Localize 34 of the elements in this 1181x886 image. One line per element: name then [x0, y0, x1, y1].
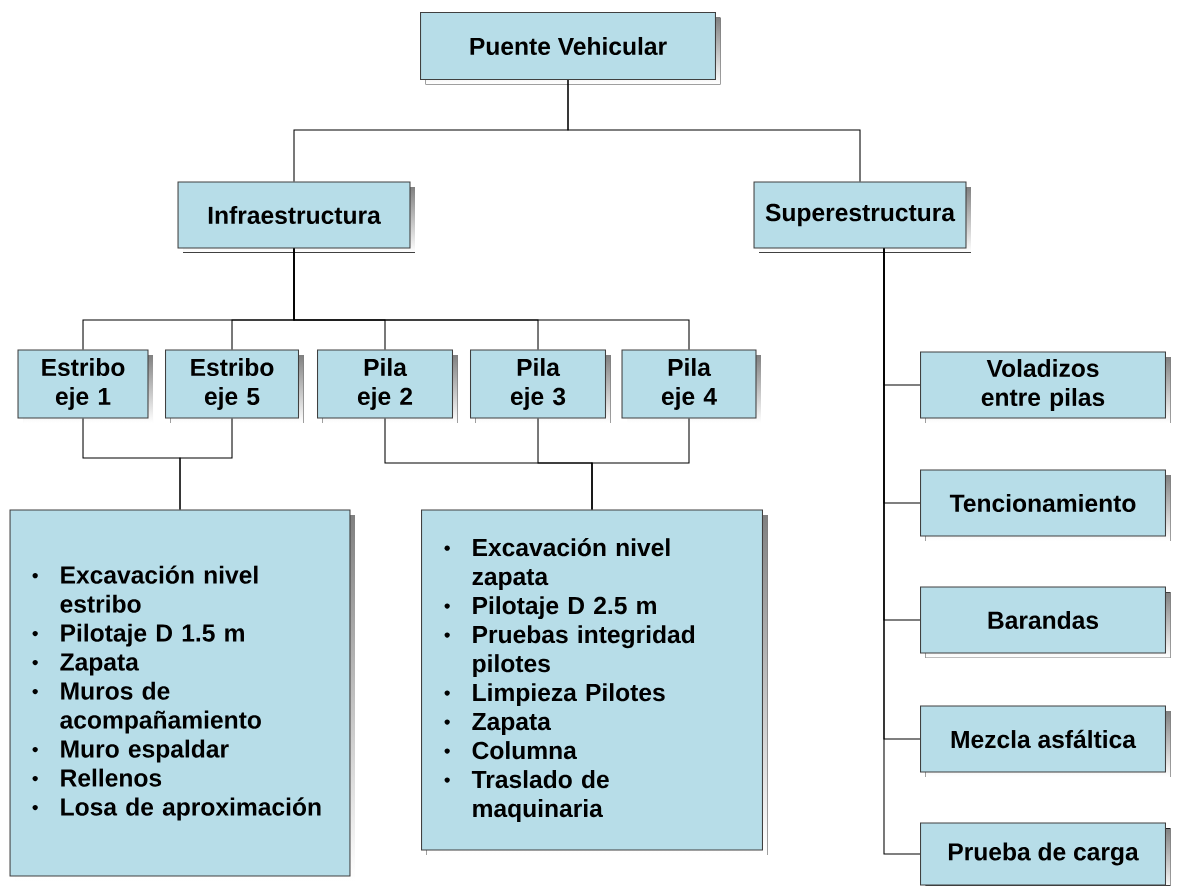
process-box: Infraestructura	[177, 181, 415, 253]
list-item: Pruebas integridad pilotes	[473, 625, 695, 678]
process-box: Pila eje 3	[470, 349, 611, 423]
bullet-list-box	[9, 509, 355, 881]
list-item: Pilotaje D 1.5 m	[61, 623, 244, 647]
process-box: Estribo eje 1	[17, 349, 153, 423]
list-item: Traslado de maquinaria	[471, 770, 609, 822]
connector-line	[567, 79, 861, 182]
process-box: Superestructura	[753, 181, 971, 253]
process-box: Estribo eje 5	[165, 349, 304, 423]
list-item: Rellenos	[61, 768, 162, 787]
list-item: Losa de aproximación	[61, 797, 321, 821]
process-box: Pila eje 4	[621, 349, 761, 423]
connector-line	[179, 418, 233, 511]
list-item: Pilotaje D 2.5 m	[473, 596, 656, 620]
list-item: Columna	[472, 741, 577, 760]
connector-line	[883, 248, 921, 855]
list-item: Zapata	[472, 713, 551, 736]
process-box: Tencionamiento	[920, 469, 1171, 541]
list-item: Limpieza Pilotes	[473, 683, 665, 707]
bullet-list-box	[421, 509, 768, 855]
list-item: Excavación nivel zapata	[472, 537, 670, 591]
list-item: Excavación nivel estribo	[60, 565, 258, 613]
process-box: Mezcla asfáltica	[920, 705, 1171, 777]
connector-line	[591, 418, 690, 511]
process-box: Voladizos entre pilas	[920, 351, 1171, 423]
list-item: Zapata	[60, 653, 140, 676]
connector-line	[293, 248, 690, 350]
process-box: Puente Vehicular	[420, 12, 721, 85]
process-box: Barandas	[920, 586, 1171, 658]
list-item: Muros de acompañamiento	[60, 681, 261, 734]
process-box: Pila eje 2	[317, 349, 458, 423]
list-item: Muro espaldar	[61, 739, 229, 763]
process-box: Prueba de carga	[920, 822, 1171, 886]
